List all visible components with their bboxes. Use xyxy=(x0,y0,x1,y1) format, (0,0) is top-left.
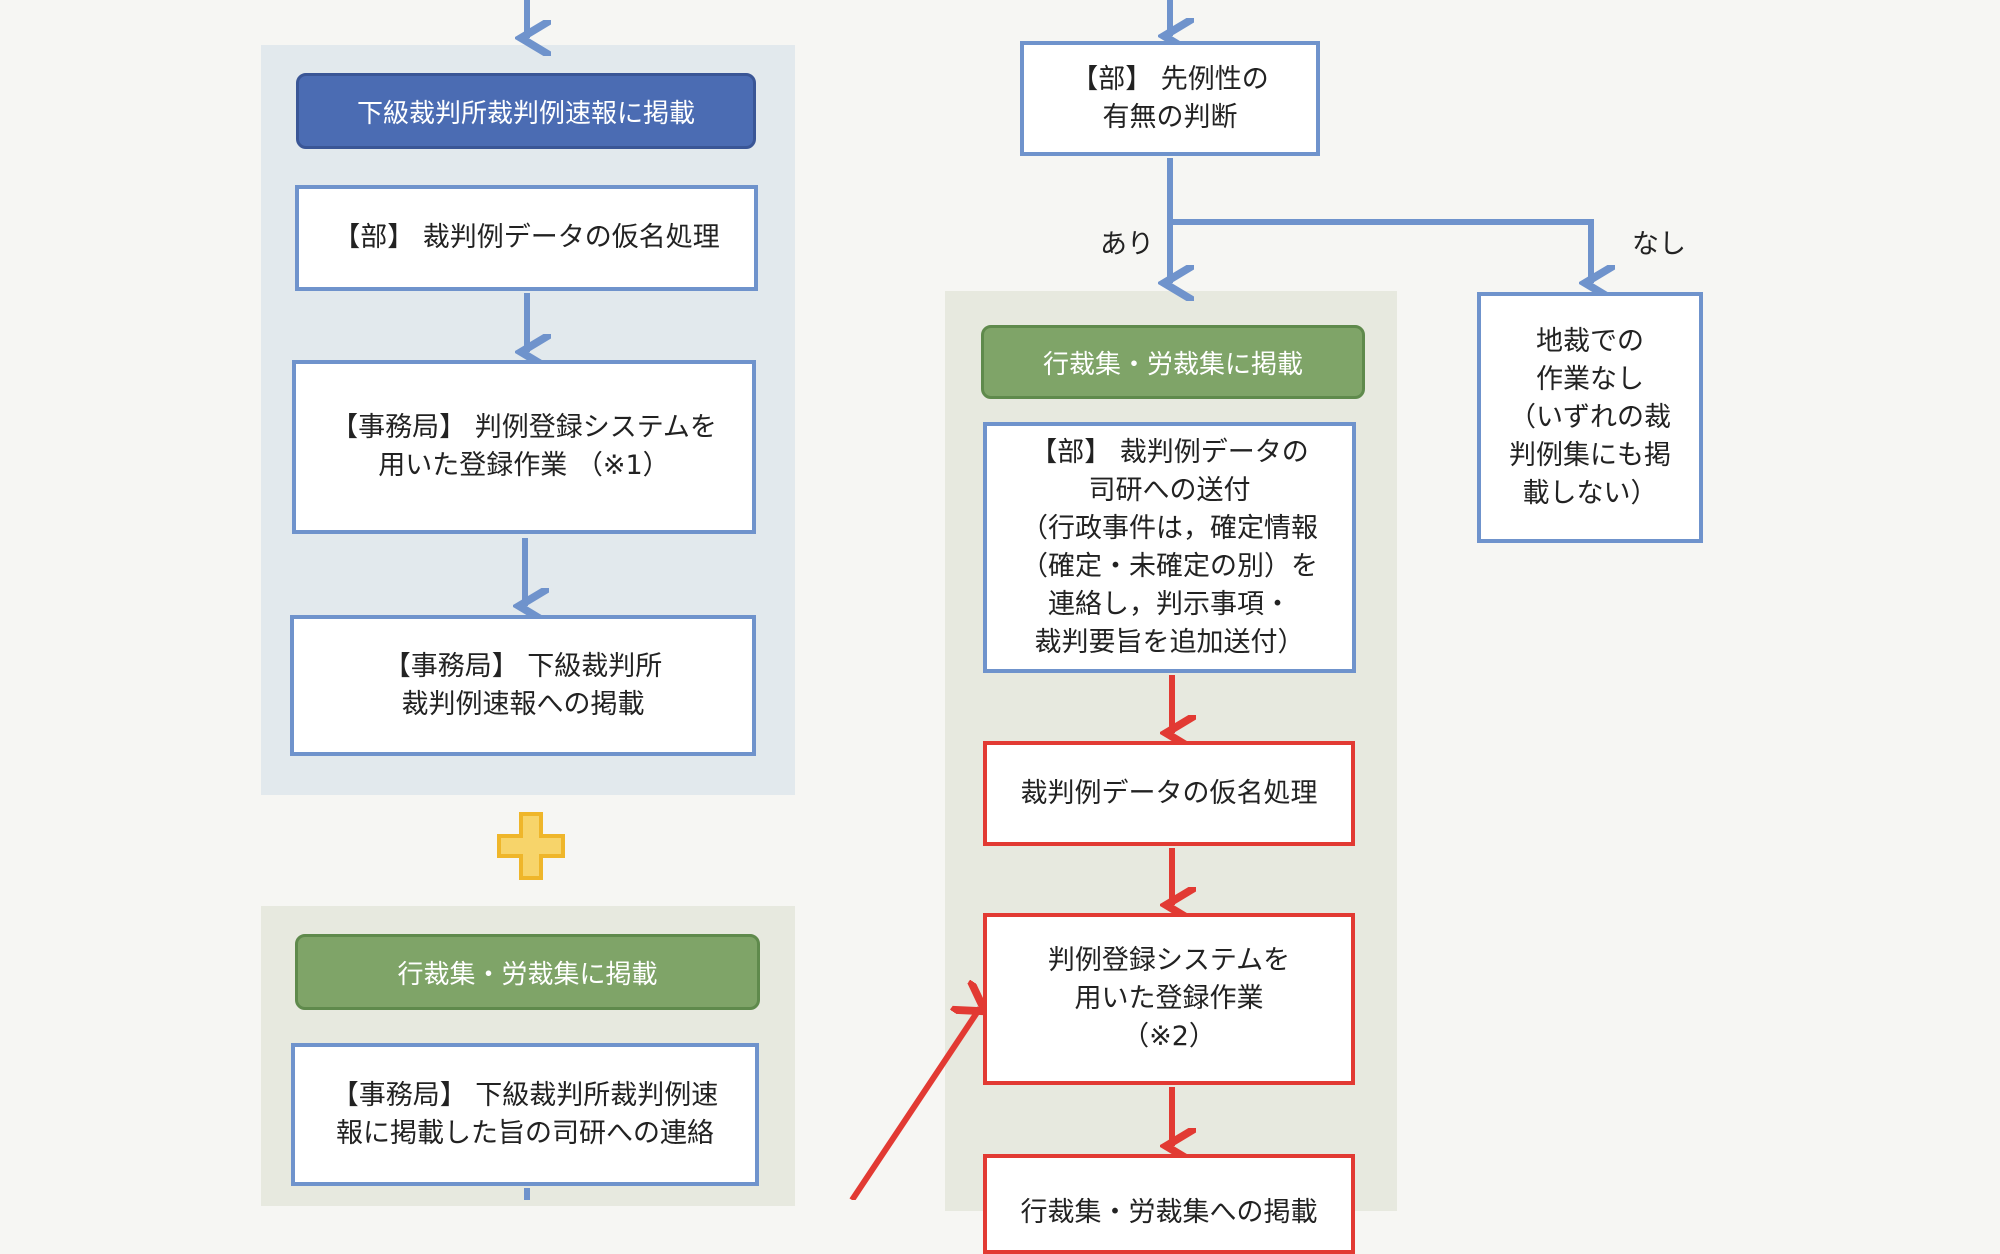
step-kamei-shori: 【部】 裁判例データの仮名処理 xyxy=(295,185,758,291)
section-header-gyosai-right: 行裁集・労裁集に掲載 xyxy=(981,325,1365,399)
branch-label-no: なし xyxy=(1632,229,1686,260)
result-no-work: 地裁での 作業なし （いずれの裁 判例集にも掲 載しない） xyxy=(1477,292,1703,543)
section-header-gyosai-left: 行裁集・労裁集に掲載 xyxy=(295,934,760,1010)
section-header-sokuhou: 下級裁判所裁判例速報に掲載 xyxy=(296,73,756,149)
step-shiken-renraku: 【事務局】 下級裁判所裁判例速 報に掲載した旨の司研への連絡 xyxy=(291,1043,759,1186)
step-kamei-shori-right: 裁判例データの仮名処理 xyxy=(983,741,1355,846)
step-shiken-soufu: 【部】 裁判例データの 司研への送付 （行政事件は，確定情報 （確定・未確定の別… xyxy=(983,422,1356,673)
plus-icon xyxy=(497,812,565,880)
step-sokuhou-keisai: 【事務局】 下級裁判所 裁判例速報への掲載 xyxy=(290,615,756,756)
branch-label-yes: あり xyxy=(1100,229,1154,260)
decision-senreisei: 【部】 先例性の 有無の判断 xyxy=(1020,41,1320,156)
step-gyosai-keisai: 行裁集・労裁集への掲載 xyxy=(983,1154,1355,1254)
connector-arrows xyxy=(497,0,2000,1200)
step-toroku-sagyo-right: 判例登録システムを 用いた登録作業 （※2） xyxy=(983,913,1355,1085)
step-toroku-sagyo: 【事務局】 判例登録システムを 用いた登録作業 （※1） xyxy=(292,360,756,534)
